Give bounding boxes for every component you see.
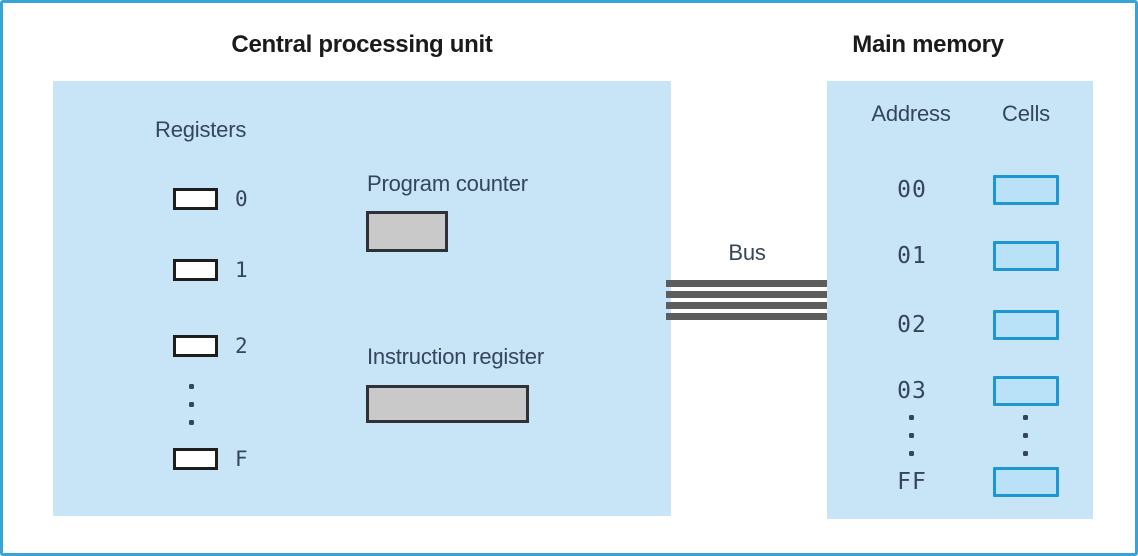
bus-line — [666, 302, 828, 309]
memory-address: 00 — [897, 177, 927, 203]
cpu-title: Central processing unit — [231, 31, 493, 58]
memory-address: 01 — [897, 243, 927, 269]
instruction-register-box — [366, 385, 529, 423]
registers-label: Registers — [155, 117, 247, 142]
memory-cell-box — [993, 175, 1059, 205]
register-row-0: 0 — [173, 188, 248, 210]
memory-cell-box — [993, 241, 1059, 271]
register-row-2: 2 — [173, 335, 248, 357]
bus-label: Bus — [728, 240, 766, 265]
main-memory-panel: Address Cells 00 01 02 03 FF — [827, 81, 1093, 519]
memory-cell-box — [993, 376, 1059, 406]
memory-address: 02 — [897, 312, 927, 338]
memory-row-03: 03 — [827, 376, 1093, 406]
register-label: F — [235, 447, 248, 471]
program-counter-label: Program counter — [367, 171, 528, 196]
memory-row-01: 01 — [827, 241, 1093, 271]
bus-line — [666, 291, 828, 298]
register-row-f: F — [173, 448, 248, 470]
main-memory-title: Main memory — [852, 31, 1004, 58]
memory-cell-box — [993, 310, 1059, 340]
register-box — [173, 335, 218, 357]
register-row-1: 1 — [173, 259, 248, 281]
memory-row-02: 02 — [827, 310, 1093, 340]
address-header: Address — [871, 101, 951, 126]
register-box — [173, 259, 218, 281]
memory-row-ff: FF — [827, 467, 1093, 497]
register-label: 1 — [235, 258, 248, 282]
cells-header: Cells — [1002, 101, 1050, 126]
address-ellipsis-dots — [909, 415, 914, 456]
instruction-register-label: Instruction register — [367, 344, 544, 369]
bus-lines — [666, 280, 828, 324]
cells-ellipsis-dots — [1023, 415, 1028, 456]
memory-cell-box — [993, 467, 1059, 497]
bus-line — [666, 280, 828, 287]
register-label: 2 — [235, 334, 248, 358]
program-counter-box — [366, 211, 448, 252]
memory-address: FF — [897, 469, 927, 495]
register-label: 0 — [235, 187, 248, 211]
register-box — [173, 448, 218, 470]
bus-line — [666, 313, 828, 320]
memory-row-00: 00 — [827, 175, 1093, 205]
cpu-panel: Registers 0 1 2 F Program counter Instru… — [53, 81, 671, 516]
registers-ellipsis-dots — [189, 384, 194, 425]
register-box — [173, 188, 218, 210]
memory-address: 03 — [897, 378, 927, 404]
